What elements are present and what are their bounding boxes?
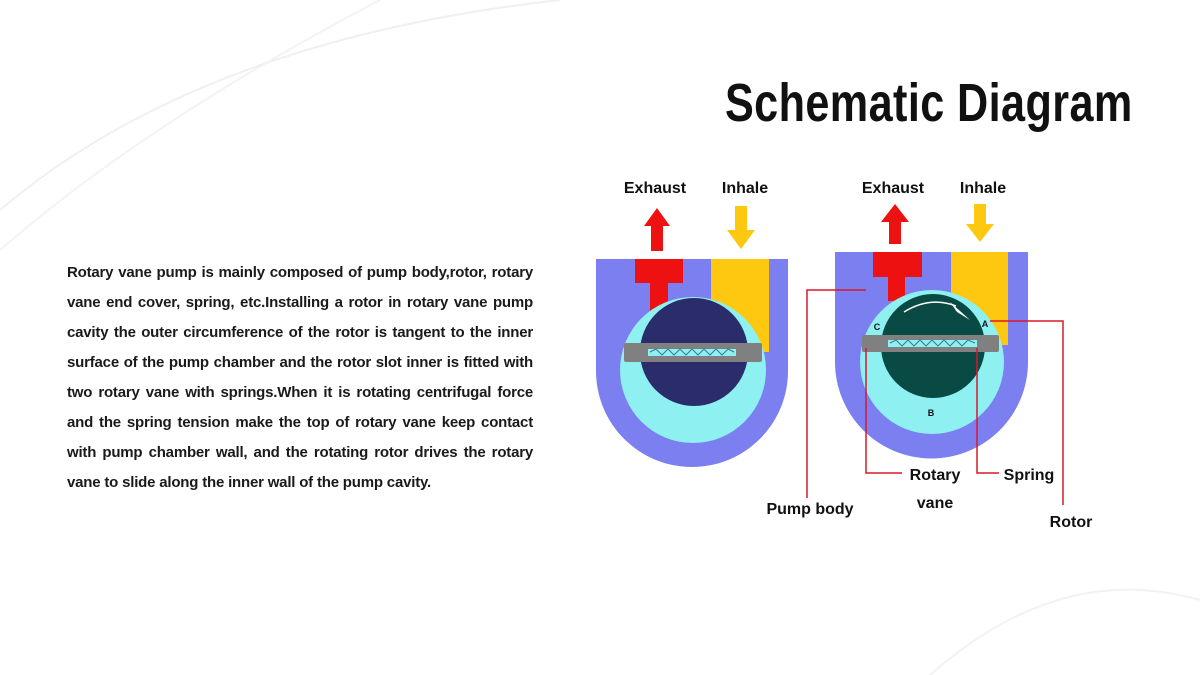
right-exhaust-label: Exhaust xyxy=(862,180,925,197)
rotation-arrowhead xyxy=(950,302,970,320)
spring xyxy=(889,339,976,347)
exhaust-arrow-icon xyxy=(881,204,909,244)
exhaust-port xyxy=(873,252,922,277)
pump-body-label: Pump body xyxy=(766,501,853,518)
left-pump: Exhaust Inhale xyxy=(596,180,788,467)
spring-callout-line xyxy=(976,348,999,474)
callout-lines xyxy=(806,289,1064,505)
spring xyxy=(649,348,735,356)
chamber-label-b: B xyxy=(928,408,935,418)
description-text: Rotary vane pump is mainly composed of p… xyxy=(67,264,533,491)
exhaust-arrow-icon xyxy=(644,208,670,251)
spring-slot xyxy=(888,340,977,347)
right-pump: Exhaust Inhale C A B Pump body Rotary va… xyxy=(766,180,1092,531)
inhale-arrow-icon xyxy=(727,206,755,249)
spring-label: Spring xyxy=(1004,467,1055,484)
rotary-vane-callout-line xyxy=(865,348,902,474)
rotation-arrow-icon xyxy=(903,301,957,313)
right-inhale-label: Inhale xyxy=(960,180,1006,197)
chamber-label-a: A xyxy=(982,319,989,329)
pump-body-callout-line xyxy=(806,289,866,498)
exhaust-port-stem xyxy=(888,277,905,301)
vane-label: vane xyxy=(917,495,954,512)
left-exhaust-label: Exhaust xyxy=(624,180,687,197)
inhale-arrow-icon xyxy=(966,204,994,242)
rotor-label: Rotor xyxy=(1050,514,1093,531)
chamber-label-c: C xyxy=(874,322,881,332)
page-title: Schematic Diagram xyxy=(725,73,1133,133)
rotary-label: Rotary xyxy=(910,467,961,484)
left-inhale-label: Inhale xyxy=(722,180,768,197)
spring-slot xyxy=(648,349,736,356)
rotor-callout-line xyxy=(990,320,1064,505)
exhaust-port xyxy=(635,259,683,283)
